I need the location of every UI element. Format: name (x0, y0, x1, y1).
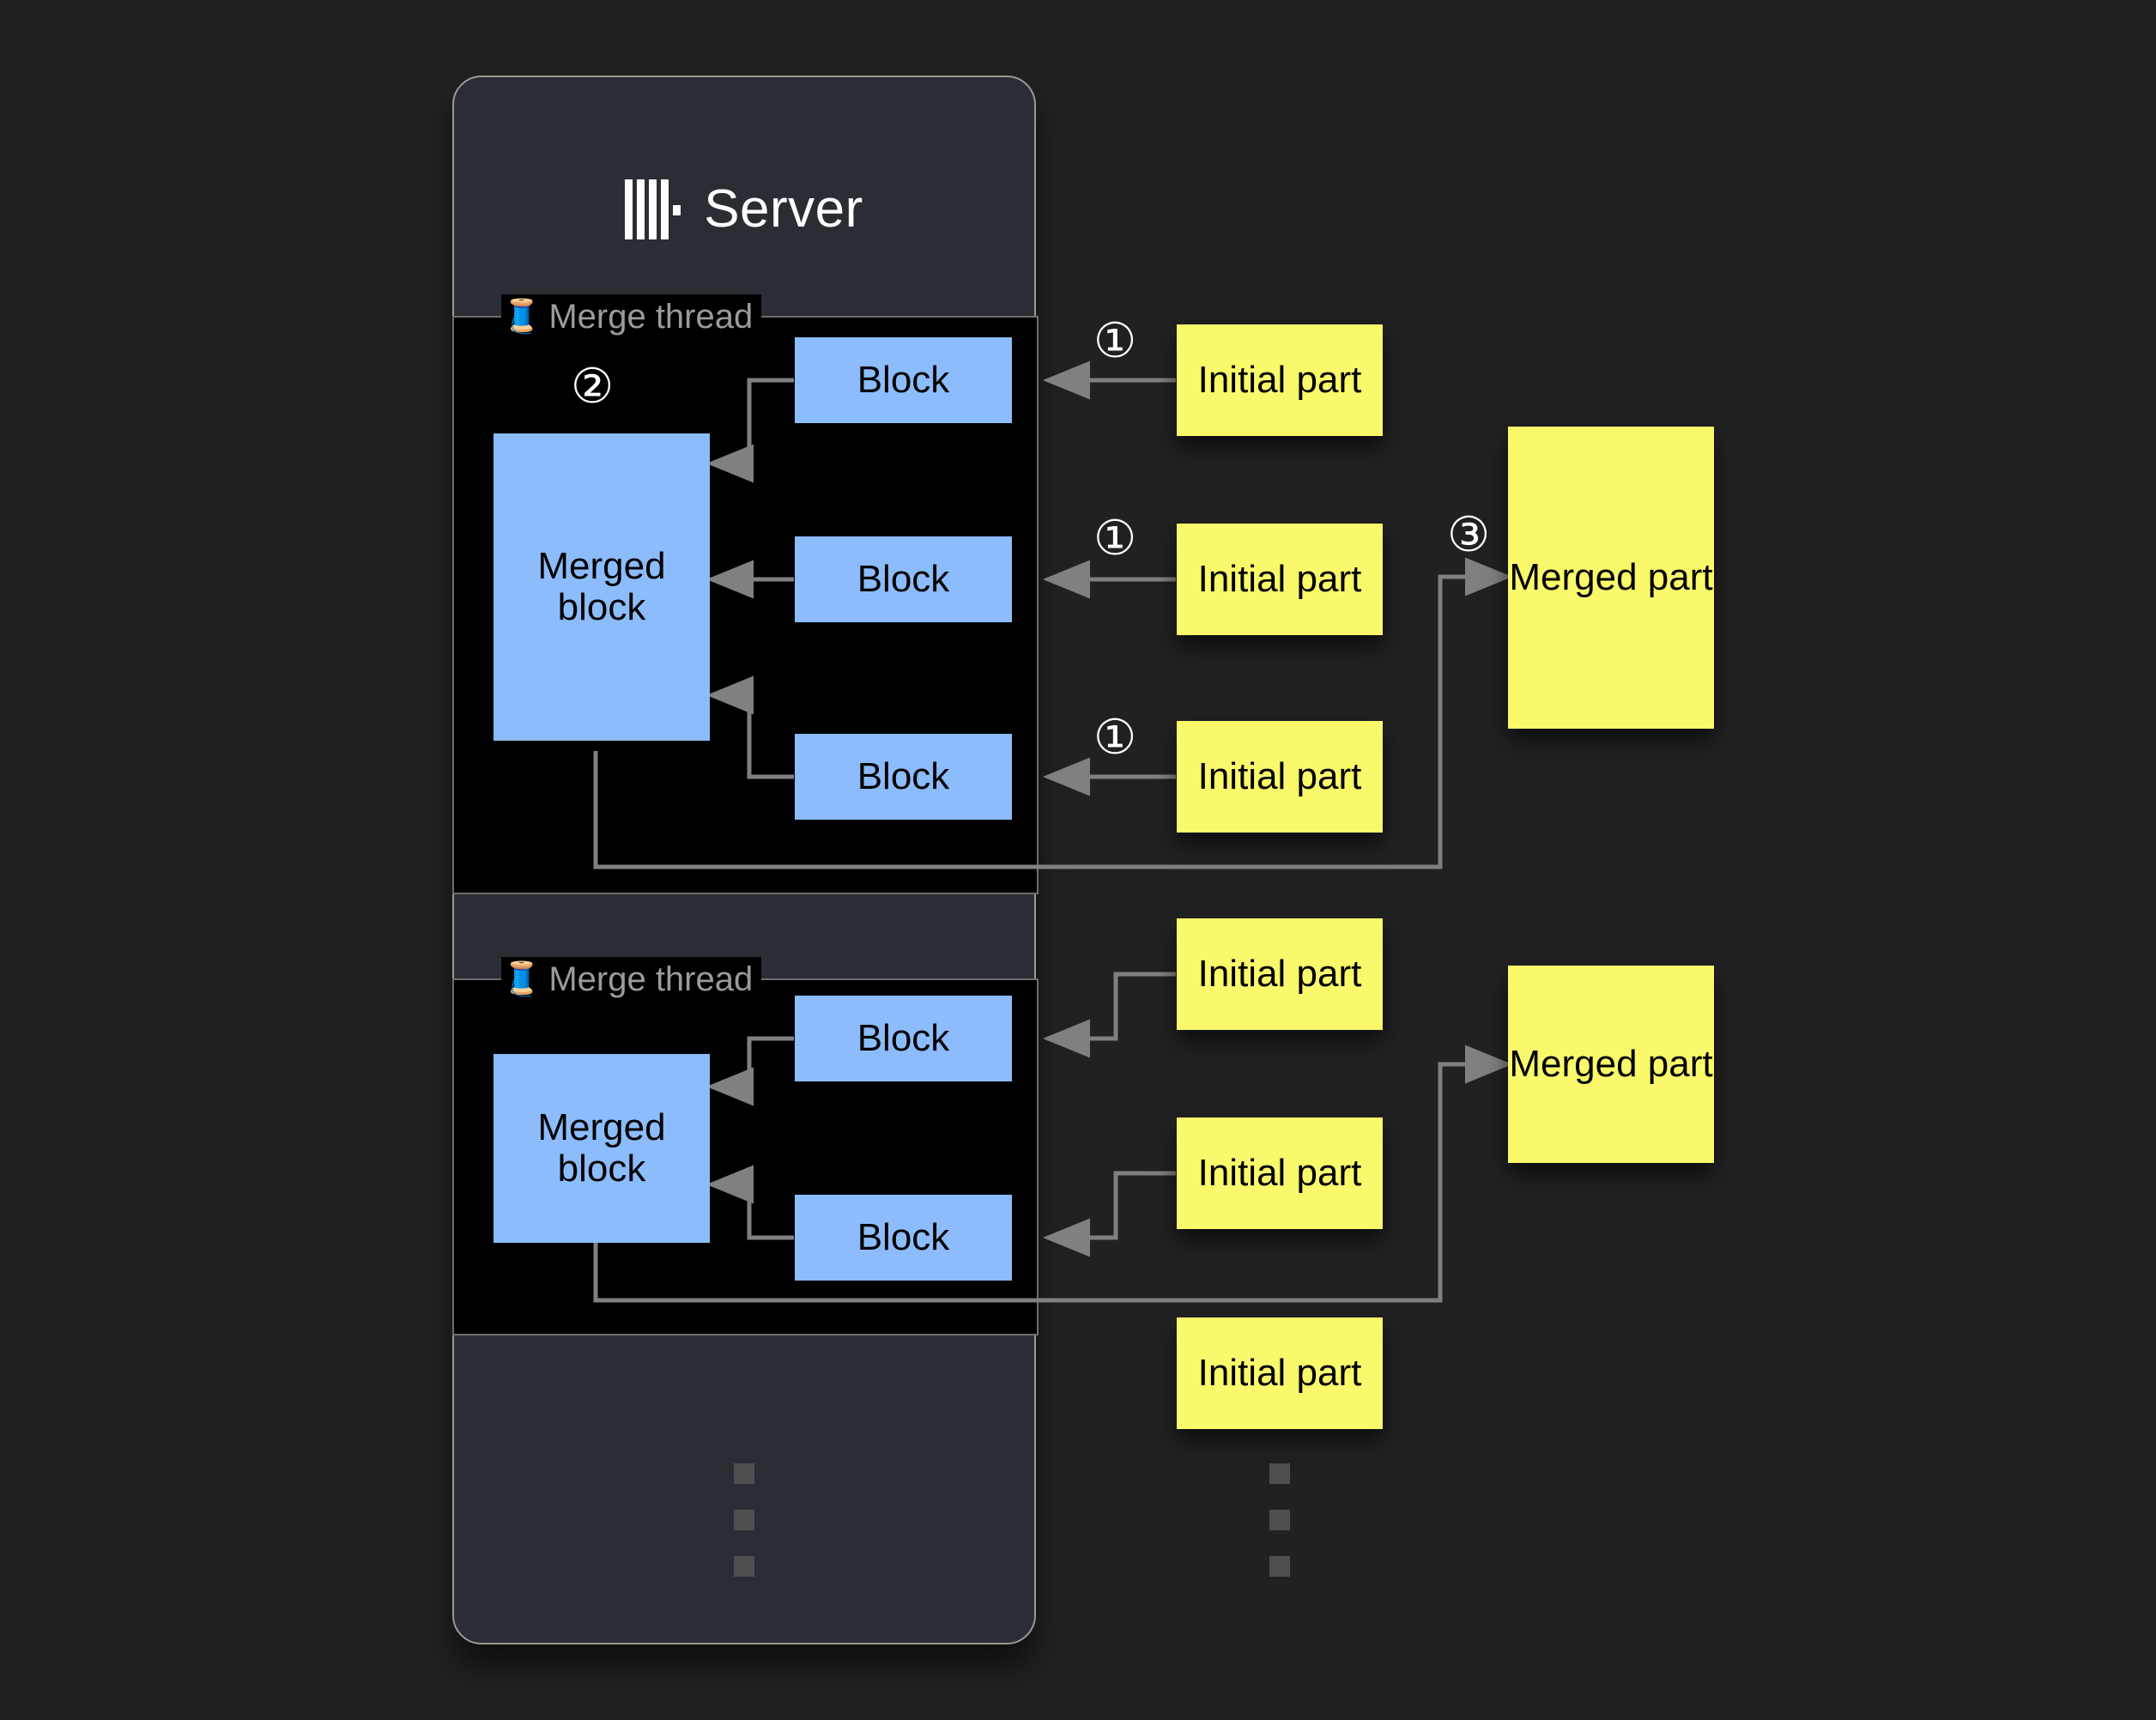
block-1a[interactable]: Block (795, 337, 1012, 423)
block-1a-label: Block (857, 359, 950, 402)
merged-block-1-label: Merged block (537, 545, 666, 628)
merged-part-2[interactable]: Merged part (1508, 966, 1714, 1163)
block-1c[interactable]: Block (795, 734, 1012, 820)
initial-part-1c-label: Initial part (1197, 755, 1362, 798)
initial-part-extra[interactable]: Initial part (1177, 1317, 1383, 1429)
server-title: Server (454, 179, 1034, 239)
block-1c-label: Block (857, 755, 950, 798)
initial-part-1c[interactable]: Initial part (1177, 721, 1383, 833)
block-2b[interactable]: Block (795, 1195, 1012, 1281)
block-2b-label: Block (857, 1216, 950, 1259)
thread-spool-icon: 🧵 (501, 961, 542, 997)
ellipsis-dot (1269, 1463, 1290, 1484)
merged-block-1[interactable]: Merged block (494, 433, 710, 741)
merged-block-2-label: Merged block (537, 1106, 666, 1190)
initial-part-extra-label: Initial part (1197, 1352, 1362, 1395)
ellipsis-server (734, 1463, 754, 1577)
initial-part-1a-label: Initial part (1197, 359, 1362, 402)
merged-part-2-label: Merged part (1509, 1043, 1713, 1086)
ellipsis-dot (734, 1510, 754, 1530)
initial-part-2a-label: Initial part (1197, 953, 1362, 996)
block-2a-label: Block (857, 1017, 950, 1060)
ellipsis-dot (1269, 1556, 1290, 1577)
ellipsis-parts (1269, 1463, 1290, 1577)
step-marker-1c: ① (1093, 710, 1137, 766)
merged-block-2[interactable]: Merged block (494, 1054, 710, 1243)
merge-thread-label-1: 🧵 Merge thread (501, 294, 762, 339)
merge-thread-label-text: Merge thread (548, 297, 754, 336)
merged-part-1-label: Merged part (1509, 556, 1713, 599)
initial-part-2b[interactable]: Initial part (1177, 1117, 1383, 1229)
initial-part-2b-label: Initial part (1197, 1152, 1362, 1195)
wire-initialpart-to-block-2b (1043, 1171, 1176, 1257)
step-marker-3: ③ (1447, 507, 1491, 563)
clickhouse-logo-icon (625, 179, 681, 239)
thread-spool-icon: 🧵 (501, 299, 542, 335)
initial-part-1b-label: Initial part (1197, 558, 1362, 601)
ellipsis-dot (734, 1463, 754, 1484)
merge-thread-label-2: 🧵 Merge thread (501, 957, 762, 1002)
ellipsis-dot (1269, 1510, 1290, 1530)
server-title-text: Server (704, 179, 863, 239)
step-marker-1b: ① (1093, 511, 1137, 566)
initial-part-1a[interactable]: Initial part (1177, 324, 1383, 436)
block-1b-label: Block (857, 558, 950, 601)
initial-part-2a[interactable]: Initial part (1177, 918, 1383, 1030)
block-2a[interactable]: Block (795, 996, 1012, 1081)
ellipsis-dot (734, 1556, 754, 1577)
merge-thread-label-text: Merge thread (548, 960, 754, 998)
merged-part-1[interactable]: Merged part (1508, 427, 1714, 729)
wire-initialpart-to-block-2a (1043, 972, 1176, 1058)
step-marker-1a: ① (1093, 313, 1137, 369)
step-marker-2: ② (571, 359, 615, 415)
block-1b[interactable]: Block (795, 536, 1012, 622)
initial-part-1b[interactable]: Initial part (1177, 524, 1383, 635)
